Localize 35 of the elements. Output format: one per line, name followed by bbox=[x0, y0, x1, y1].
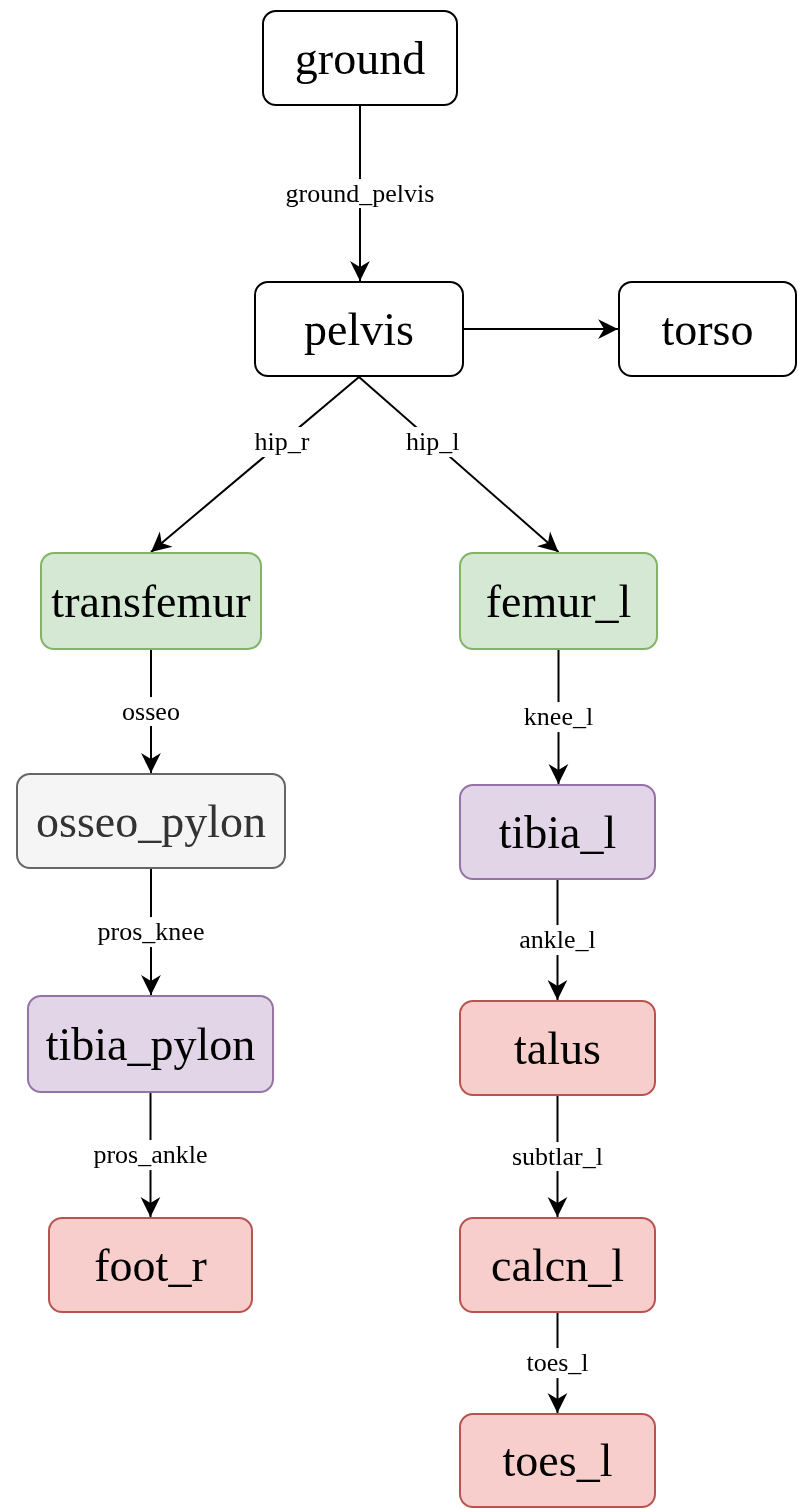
node-label: torso bbox=[661, 302, 754, 356]
node-label: toes_l bbox=[502, 1434, 613, 1487]
edge-label: osseo bbox=[120, 696, 182, 727]
node-label: calcn_l bbox=[491, 1238, 624, 1292]
node-box bbox=[40, 552, 262, 650]
arrow bbox=[463, 319, 619, 339]
node-label: osseo_pylon bbox=[36, 794, 266, 848]
node-label: tibia_pylon bbox=[45, 1017, 256, 1071]
node-label: femur_l bbox=[485, 574, 632, 628]
node-box bbox=[262, 10, 458, 106]
node-box bbox=[16, 773, 286, 869]
node-box bbox=[459, 1000, 656, 1096]
edge-label: toes_l bbox=[524, 1348, 591, 1378]
node-box bbox=[618, 281, 797, 377]
node-label: tibia_l bbox=[498, 805, 617, 859]
node-box bbox=[459, 1413, 656, 1508]
edge-label: pros_knee bbox=[95, 917, 207, 947]
node-label: talus bbox=[514, 1021, 601, 1075]
edge-label: hip_l bbox=[404, 426, 462, 457]
edge-label: ankle_l bbox=[517, 925, 598, 955]
edge-label: pros_ankle bbox=[91, 1140, 210, 1170]
node-box bbox=[48, 1217, 253, 1313]
node-label: foot_r bbox=[94, 1238, 207, 1292]
edge-label: hip_r bbox=[252, 426, 312, 457]
edge-label: ground_pelvis bbox=[283, 178, 437, 209]
edge-label: knee_l bbox=[521, 702, 596, 732]
node-box bbox=[459, 552, 658, 650]
node-label: transfemur bbox=[51, 574, 251, 628]
node-label: pelvis bbox=[304, 302, 414, 356]
edge-label: subtlar_l bbox=[510, 1141, 605, 1172]
node-label: ground bbox=[294, 31, 426, 85]
node-box bbox=[459, 1217, 656, 1313]
node-box bbox=[459, 784, 656, 880]
node-box bbox=[254, 281, 464, 377]
node-box bbox=[27, 995, 274, 1093]
